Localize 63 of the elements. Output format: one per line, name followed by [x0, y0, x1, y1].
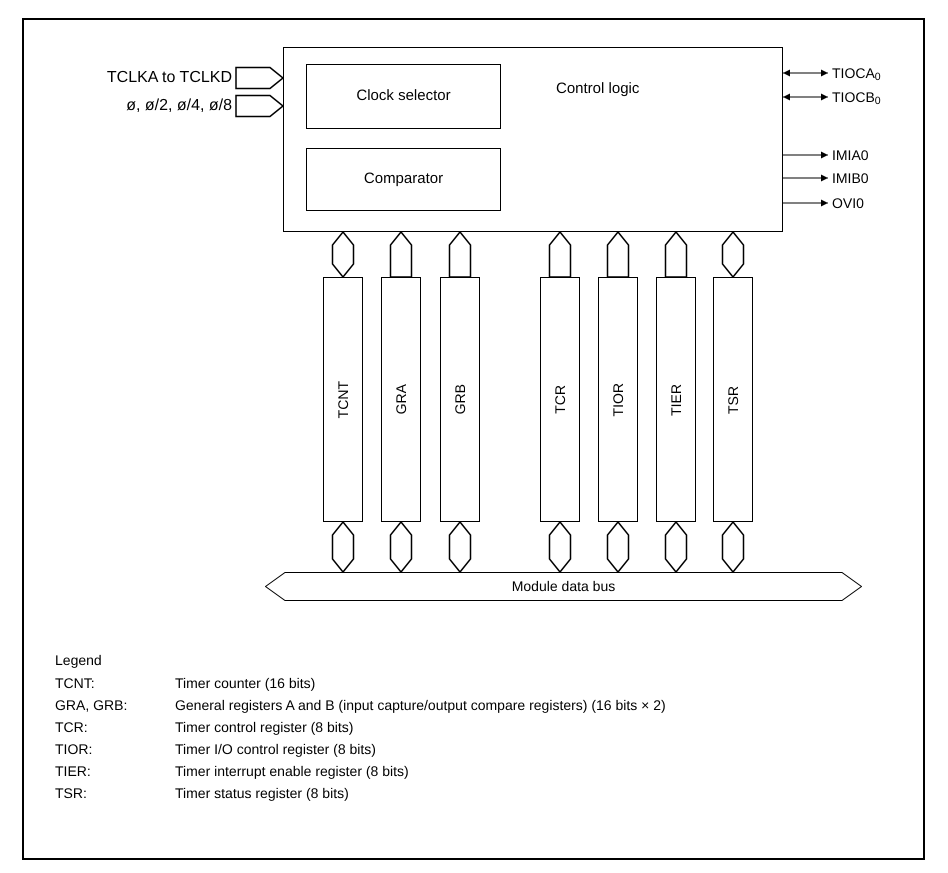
node-label: TCR — [550, 385, 568, 414]
node-label: TCNT — [334, 380, 352, 418]
signal-arrow — [782, 70, 828, 76]
data-bus — [265, 572, 862, 601]
legend-text: Timer counter (16 bits) — [175, 674, 316, 693]
signal-arrow — [782, 152, 828, 158]
node-label: IMIA0 — [832, 146, 869, 164]
register-box — [598, 277, 638, 522]
node-label: TIOCA$_{0}$ — [832, 64, 881, 84]
bus-arrow — [664, 520, 688, 574]
node-label: ø, ø/2, ø/4, ø/8 — [126, 96, 232, 116]
bus-arrow — [448, 230, 472, 278]
bus-arrow — [235, 94, 284, 118]
legend-text: TSR: — [55, 784, 87, 803]
node-label: IMIB0 — [832, 168, 869, 188]
bus-arrow — [332, 230, 354, 278]
legend-text: Timer I/O control register (8 bits) — [175, 740, 376, 759]
control-block — [283, 47, 783, 232]
bus-arrow — [235, 66, 284, 90]
node-label: TSR — [724, 386, 742, 414]
function-box — [306, 64, 501, 129]
legend-text: Timer status register (8 bits) — [175, 784, 349, 803]
bus-arrow — [606, 230, 630, 278]
node-label: Control logic — [556, 79, 640, 99]
node-label: OVI0 — [832, 194, 864, 212]
legend-title: Legend — [55, 651, 102, 670]
bus-arrow — [332, 520, 354, 574]
signal-arrow — [782, 174, 828, 182]
node-label: Module data bus — [512, 577, 616, 596]
node-label: GRB — [450, 384, 468, 415]
register-box — [713, 277, 753, 522]
legend-text: General registers A and B (input capture/output compare registers) (16 bits × 2) — [175, 696, 666, 715]
legend-text: TCR: — [55, 718, 88, 737]
node-label: TIER — [666, 384, 684, 416]
bus-arrow — [548, 520, 572, 574]
bus-arrow — [722, 230, 744, 278]
bus-arrow — [606, 520, 630, 574]
legend-text: TCNT: — [55, 674, 95, 693]
register-box — [381, 277, 421, 522]
legend-text: TIOR: — [55, 740, 92, 759]
bus-arrow — [664, 230, 688, 278]
register-box — [656, 277, 696, 522]
function-box — [306, 148, 501, 211]
signal-arrow — [782, 94, 828, 100]
node-label: TIOR — [608, 382, 626, 416]
node-label: GRA — [392, 384, 410, 415]
register-box — [323, 277, 363, 522]
bus-arrow — [722, 520, 744, 574]
legend-text: Timer interrupt enable register (8 bits) — [175, 762, 409, 781]
bus-arrow — [448, 520, 472, 574]
legend-text: TIER: — [55, 762, 91, 781]
bus-arrow — [390, 520, 412, 574]
node-label: TIOCB$_{0}$ — [832, 88, 881, 108]
register-box — [540, 277, 580, 522]
signal-arrow — [782, 200, 828, 206]
bus-arrow — [390, 230, 412, 278]
bus-arrow — [548, 230, 572, 278]
register-box — [440, 277, 480, 522]
node-label: Clock selector — [356, 86, 451, 106]
legend-text: Timer control register (8 bits) — [175, 718, 354, 737]
node-label: Comparator — [364, 169, 444, 190]
legend-text: GRA, GRB: — [55, 696, 128, 715]
node-label: TCLKA to TCLKD — [106, 68, 232, 88]
